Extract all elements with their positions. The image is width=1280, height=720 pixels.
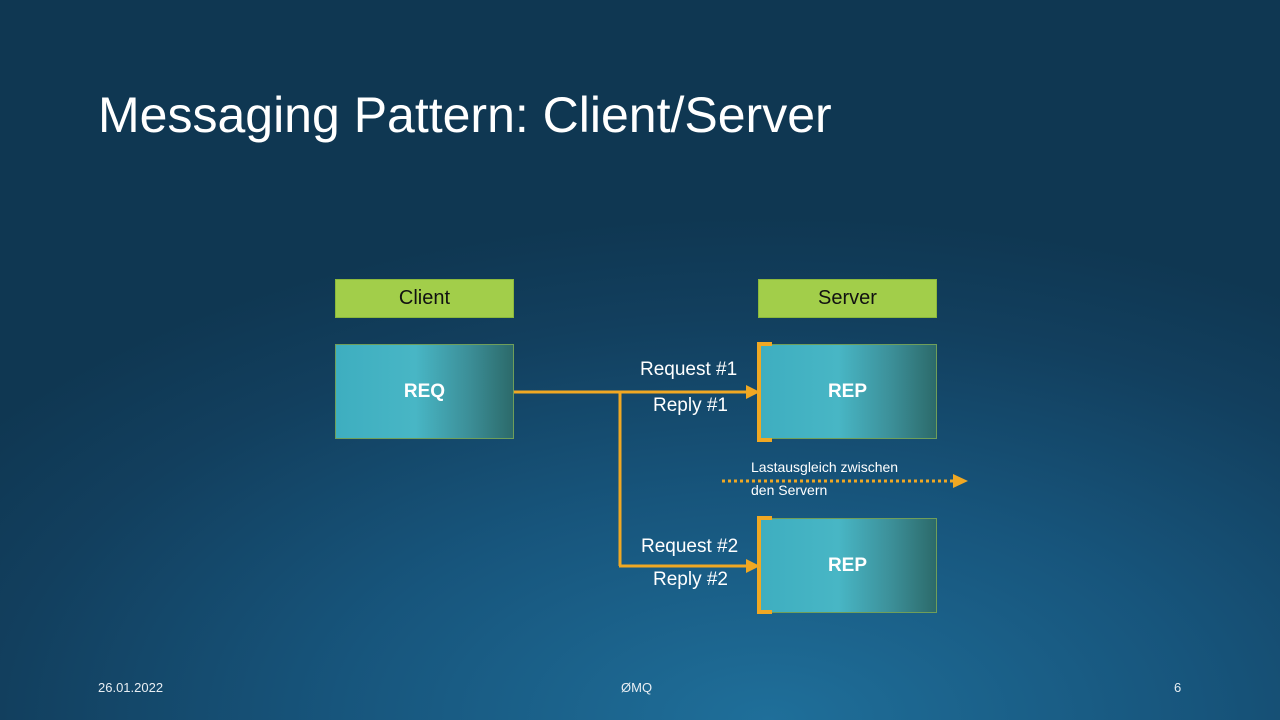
footer-center: ØMQ	[621, 680, 653, 695]
load-balancing-arrowhead	[953, 474, 968, 488]
arrowhead-1	[746, 385, 760, 399]
server-label-box: Server	[758, 279, 937, 318]
request-label-1: Request #1	[640, 359, 738, 380]
load-balancing-note: Lastausgleich zwischen den Servern	[751, 456, 898, 502]
arrowhead-2	[746, 559, 760, 573]
slide-number: 6	[1174, 680, 1182, 695]
rep-bracket-2	[757, 516, 772, 614]
load-balancing-note-line1: Lastausgleich zwischen	[751, 459, 899, 475]
request-label-2: Request #2	[641, 536, 739, 557]
rep-socket-box-1: REP	[758, 344, 937, 439]
client-label-box: Client	[335, 279, 514, 318]
reply-label-1: Reply #1	[653, 395, 728, 416]
footer-date: 26.01.2022	[98, 680, 164, 695]
rep-socket-box-2: REP	[758, 518, 937, 613]
slide-title: Messaging Pattern: Client/Server	[98, 87, 832, 143]
rep-bracket-1	[757, 342, 772, 442]
load-balancing-note-line2: den Servern	[751, 482, 828, 498]
reply-label-2: Reply #2	[653, 569, 728, 590]
req-socket-box: REQ	[335, 344, 514, 439]
